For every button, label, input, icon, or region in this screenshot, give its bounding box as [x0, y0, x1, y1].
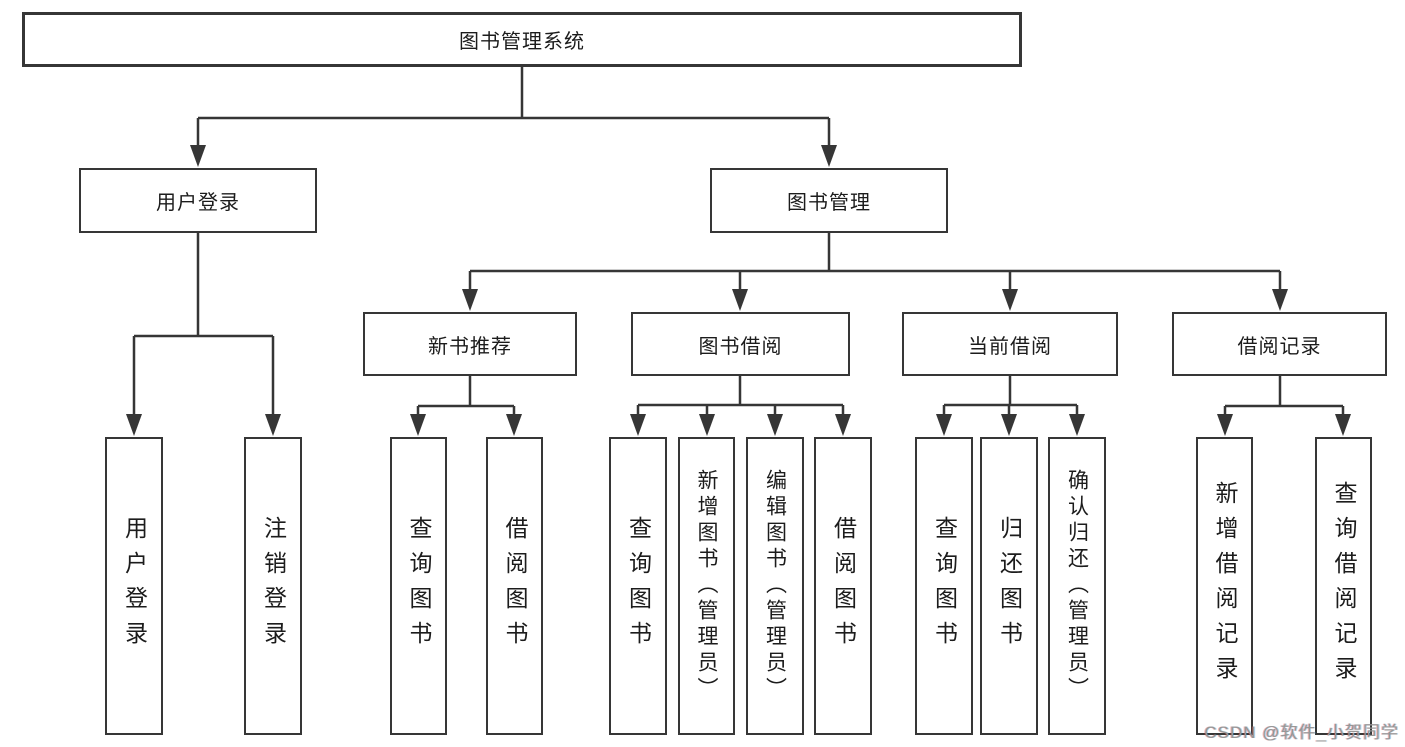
node-library-management-system: 图书管理系统: [22, 12, 1022, 67]
leaf-borrow-books-recommend: 借阅图书: [486, 437, 543, 735]
node-label: 图书借阅: [698, 335, 783, 358]
node-label: 用户登录: [156, 192, 240, 214]
node-user-login: 用户登录: [79, 168, 317, 233]
node-book-borrow: 图书借阅: [631, 312, 850, 376]
leaf-edit-books-admin: 编辑图书（管理员）: [746, 437, 804, 735]
leaf-add-borrow-record: 新增借阅记录: [1196, 437, 1253, 735]
connector-new-book-branch: [410, 376, 522, 436]
connector-book-borrow-branch: [630, 376, 851, 436]
node-label: 图书管理系统: [459, 31, 585, 53]
node-label: 当前借阅: [968, 335, 1052, 358]
connector-user-login-branch: [126, 233, 281, 436]
leaf-label: 查询图书: [406, 516, 432, 656]
node-label: 借阅记录: [1237, 335, 1322, 358]
leaf-label: 新增借阅记录: [1212, 481, 1238, 691]
leaf-logout: 注销登录: [244, 437, 302, 735]
leaf-label: 新增图书（管理员）: [695, 469, 718, 703]
connector-book-management-to-level3: [462, 233, 1288, 311]
node-current-borrow: 当前借阅: [902, 312, 1118, 376]
node-label: 新书推荐: [428, 335, 512, 358]
leaf-return-books: 归还图书: [980, 437, 1038, 735]
leaf-label: 借阅图书: [502, 516, 528, 656]
leaf-label: 编辑图书（管理员）: [763, 469, 787, 703]
leaf-add-books-admin: 新增图书（管理员）: [678, 437, 735, 735]
node-borrow-records: 借阅记录: [1172, 312, 1387, 376]
leaf-query-books-current: 查询图书: [915, 437, 973, 735]
connector-current-borrow-branch: [936, 376, 1085, 436]
leaf-confirm-return-admin: 确认归还（管理员）: [1048, 437, 1106, 735]
leaf-label: 用户登录: [121, 516, 148, 656]
leaf-label: 注销登录: [260, 516, 287, 656]
leaf-label: 归还图书: [996, 516, 1023, 656]
leaf-label: 查询图书: [931, 516, 958, 656]
leaf-borrow-books: 借阅图书: [814, 437, 872, 735]
leaf-label: 查询图书: [625, 516, 652, 656]
leaf-label: 查询借阅记录: [1331, 481, 1357, 691]
node-label: 图书管理: [787, 192, 871, 214]
leaf-query-books-borrow: 查询图书: [609, 437, 667, 735]
leaf-label: 确认归还（管理员）: [1065, 469, 1089, 703]
leaf-label: 借阅图书: [830, 516, 857, 656]
leaf-query-borrow-record: 查询借阅记录: [1315, 437, 1372, 735]
leaf-user-login: 用户登录: [105, 437, 163, 735]
leaf-query-books-recommend: 查询图书: [390, 437, 447, 735]
node-book-management: 图书管理: [710, 168, 948, 233]
connector-root-to-level2: [190, 67, 837, 167]
node-new-book-recommend: 新书推荐: [363, 312, 577, 376]
connector-borrow-records-branch: [1217, 376, 1351, 436]
